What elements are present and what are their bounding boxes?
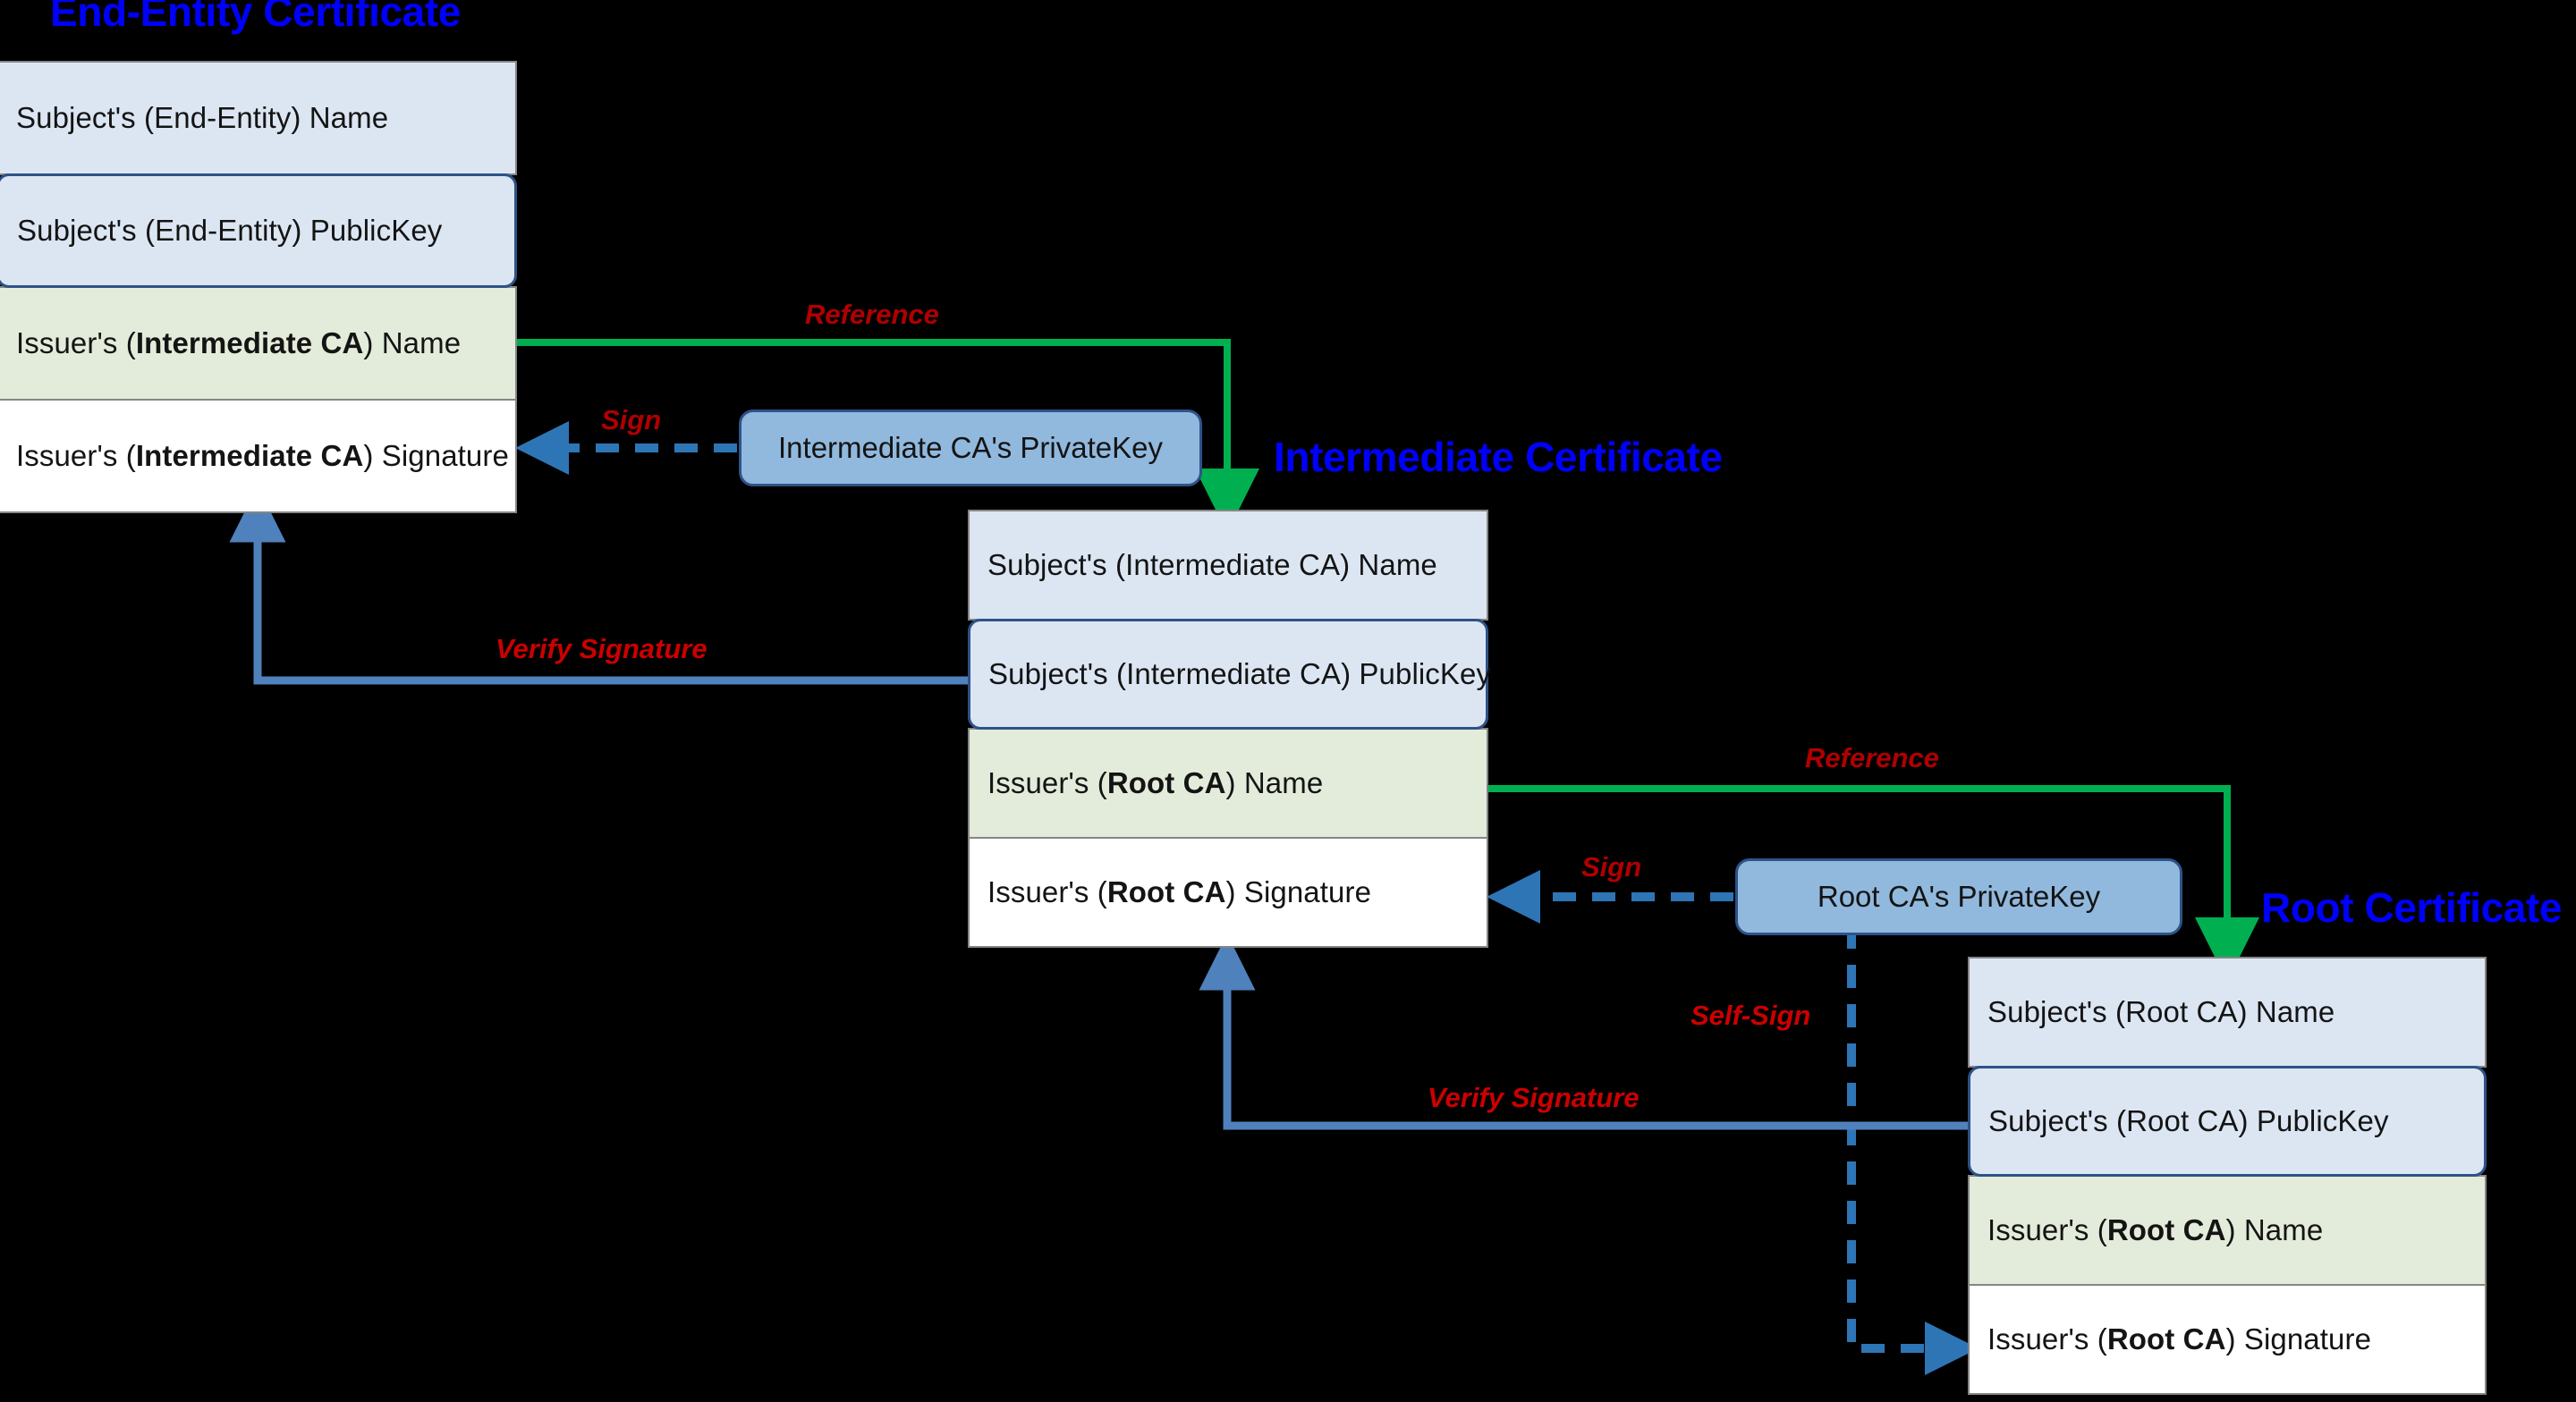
row-text-bold: Root CA [2106,1213,2226,1246]
row-intermediate-issuer-name: Issuer's (Root CA) Name [968,728,1488,839]
row-text-prefix: Issuer's ( [1987,1322,2107,1356]
title-root-certificate: Root Certificate [2261,884,2563,931]
title-end-entity-certificate: End-Entity Certificate [50,0,461,35]
row-root-issuer-name: Issuer's (Root CA) Name [1968,1175,2487,1286]
private-key-root-ca: Root CA's PrivateKey [1735,858,2182,935]
self-sign-arrow-root [1847,925,1979,1375]
row-text: Issuer's (Intermediate CA) Signature [0,439,509,473]
row-root-subject-publickey: Subject's (Root CA) PublicKey [1968,1066,2487,1177]
row-text: Subject's (Root CA) Name [1987,995,2335,1028]
row-text-bold: Root CA [1106,875,1226,908]
row-text-bold: Intermediate CA [135,326,364,359]
edge-label-reference-bottom: Reference [1805,742,1939,773]
certificate-card-end-entity: Subject's (End-Entity) Name Subject's (E… [0,61,517,513]
row-text-prefix: Issuer's ( [16,326,136,359]
row-text: Issuer's (Root CA) Name [970,766,1323,800]
row-text-prefix: Issuer's ( [16,439,136,472]
row-text: Issuer's (Root CA) Signature [1970,1322,2371,1356]
row-text-suffix: ) Name [2225,1213,2324,1246]
row-text-suffix: ) Name [1225,766,1324,799]
row-text-suffix: ) Signature [2225,1322,2372,1356]
edge-label-verify-lower: Verify Signature [1428,1082,1640,1113]
row-end-entity-issuer-name: Issuer's (Intermediate CA) Name [0,286,517,401]
row-end-entity-issuer-signature: Issuer's (Intermediate CA) Signature [0,399,517,513]
row-text: Subject's (End-Entity) Name [16,101,389,134]
row-text-bold: Intermediate CA [135,439,364,472]
private-key-label: Intermediate CA's PrivateKey [778,431,1163,464]
row-root-subject-name: Subject's (Root CA) Name [1968,957,2487,1068]
row-end-entity-subject-name: Subject's (End-Entity) Name [0,61,517,175]
row-text-suffix: ) Name [363,326,462,359]
edge-label-self-sign: Self-Sign [1690,1000,1811,1031]
row-intermediate-subject-name: Subject's (Intermediate CA) Name [968,510,1488,621]
row-text: Subject's (Intermediate CA) Name [987,548,1437,581]
row-text-suffix: ) Signature [1225,875,1372,908]
row-text-bold: Root CA [2106,1322,2226,1356]
row-end-entity-subject-publickey: Subject's (End-Entity) PublicKey [0,173,517,288]
row-text-suffix: ) Signature [363,439,509,472]
edge-label-verify-upper: Verify Signature [496,633,708,664]
row-text: Issuer's (Intermediate CA) Name [0,326,461,360]
row-text: Subject's (Root CA) PublicKey [1988,1104,2389,1137]
row-text: Issuer's (Root CA) Name [1970,1213,2323,1247]
certificate-card-root: Subject's (Root CA) Name Subject's (Root… [1968,957,2487,1395]
private-key-intermediate-ca: Intermediate CA's PrivateKey [739,410,1202,486]
row-intermediate-issuer-signature: Issuer's (Root CA) Signature [968,837,1488,948]
row-intermediate-subject-publickey: Subject's (Intermediate CA) PublicKey [968,619,1492,730]
certificate-card-intermediate: Subject's (Intermediate CA) Name Subject… [968,510,1492,948]
row-text: Issuer's (Root CA) Signature [970,875,1371,909]
row-root-issuer-signature: Issuer's (Root CA) Signature [1968,1284,2487,1395]
edge-label-reference-top: Reference [805,299,939,330]
row-text-bold: Root CA [1106,766,1226,799]
row-text: Subject's (Intermediate CA) PublicKey [988,657,1492,690]
edge-label-sign-intermediate: Sign [601,404,662,435]
row-text: Subject's (End-Entity) PublicKey [17,214,443,247]
row-text-prefix: Issuer's ( [987,875,1107,908]
row-text-prefix: Issuer's ( [1987,1213,2107,1246]
row-text-prefix: Issuer's ( [987,766,1107,799]
title-intermediate-certificate: Intermediate Certificate [1274,434,1723,480]
edge-label-sign-root: Sign [1581,851,1642,883]
private-key-label: Root CA's PrivateKey [1817,880,2101,913]
